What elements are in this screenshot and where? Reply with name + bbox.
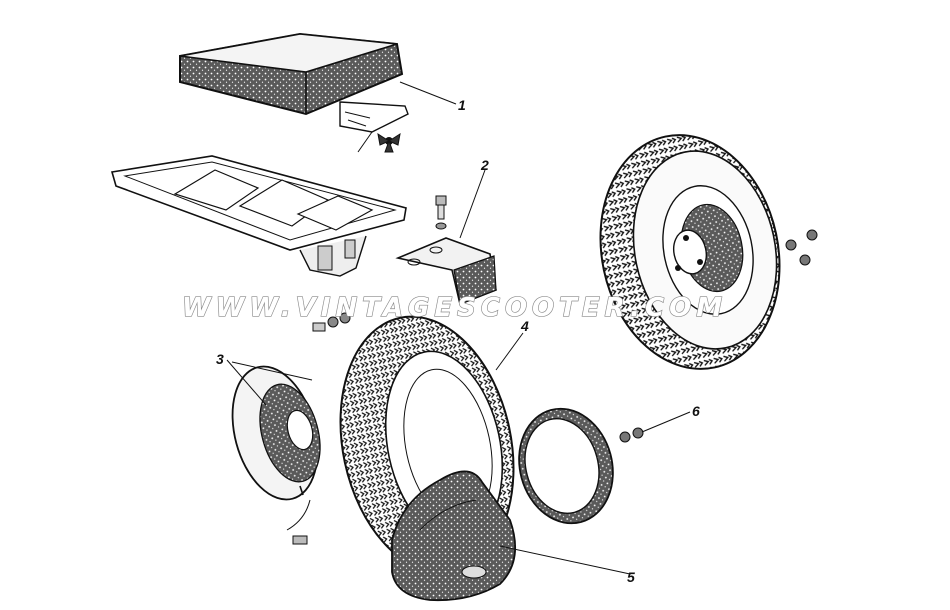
- callout-4: 4: [520, 318, 529, 334]
- spare-wheel-assembled: [599, 134, 781, 370]
- callout-2: 2: [480, 157, 489, 173]
- wing-nut: [377, 132, 401, 153]
- leader-lines: [226, 81, 691, 575]
- seat-bracket: [339, 101, 409, 153]
- callout-5: 5: [627, 569, 635, 585]
- bolt: [435, 195, 447, 230]
- callout-6: 6: [692, 403, 700, 419]
- seat-cushion: [179, 32, 404, 116]
- watermark-text: WWW.VINTAGESCOOTER.COM: [182, 293, 727, 323]
- valve-screw: [286, 499, 311, 545]
- small-bolts: [312, 312, 351, 332]
- callout-3: 3: [216, 351, 224, 367]
- mounting-bracket: [395, 237, 497, 306]
- hex-nuts: [619, 427, 644, 443]
- rim-half-left: [231, 365, 321, 501]
- callout-1: 1: [458, 97, 466, 113]
- inner-tube: [391, 470, 517, 602]
- wheel-nuts: [785, 229, 818, 266]
- luggage-rack: [110, 155, 407, 277]
- rim-half-right: [518, 407, 614, 525]
